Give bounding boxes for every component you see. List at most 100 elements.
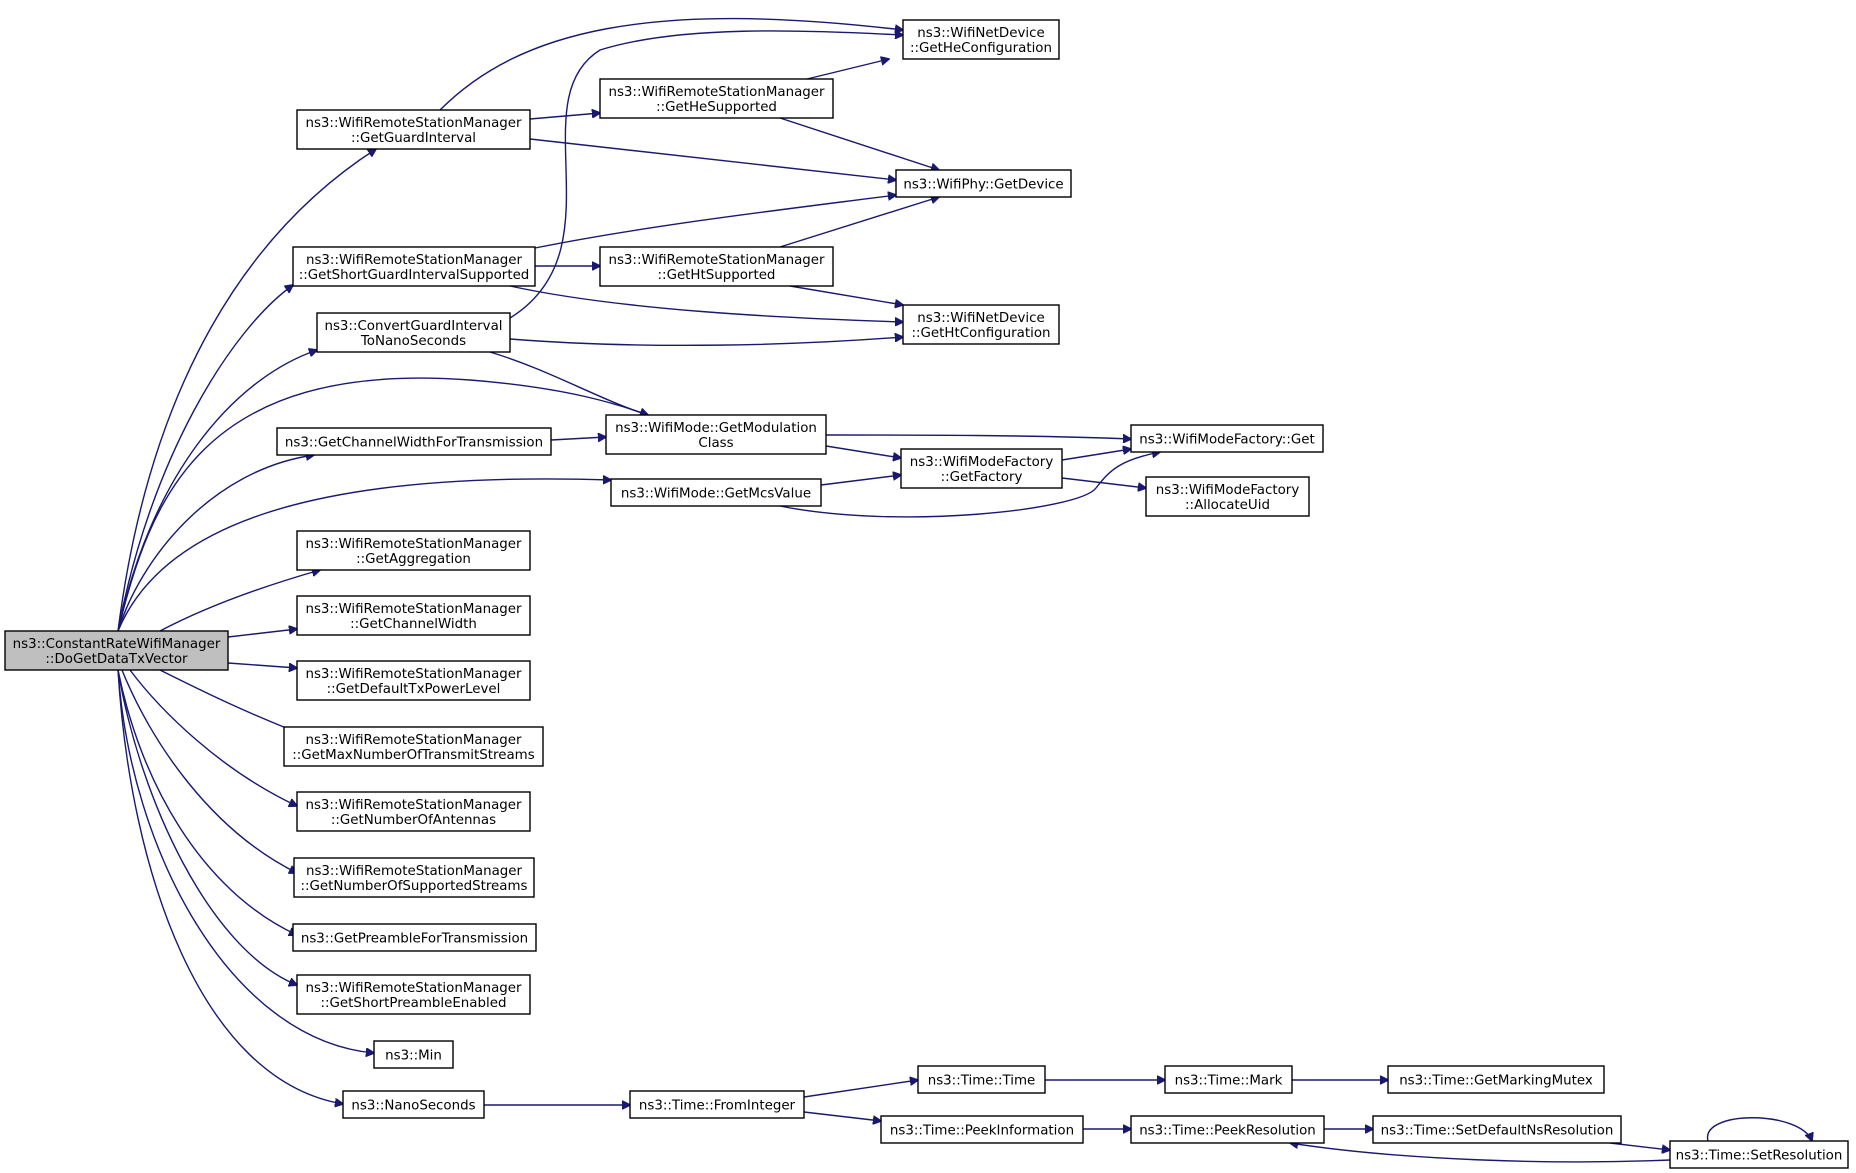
node-getFactory[interactable]: ns3::WifiModeFactory::GetFactory	[900, 448, 1063, 489]
edge-arrow	[117, 350, 317, 632]
edge-getGuardInterval-to-getHeSupported	[529, 113, 600, 120]
edge-getShortGIsupported-to-getHtConfig	[509, 285, 903, 322]
node-box[interactable]	[316, 312, 511, 353]
node-box[interactable]	[296, 530, 531, 571]
node-getChannelWidth[interactable]: ns3::WifiRemoteStationManager::GetChanne…	[296, 595, 531, 636]
edge-arrow	[1290, 1143, 1671, 1163]
node-getChanWidthTx[interactable]: ns3::GetChannelWidthForTransmission	[276, 427, 552, 456]
node-box[interactable]	[296, 974, 531, 1015]
node-getAggregation[interactable]: ns3::WifiRemoteStationManager::GetAggreg…	[296, 530, 531, 571]
node-getHtSupported[interactable]: ns3::WifiRemoteStationManager::GetHtSupp…	[599, 246, 834, 287]
node-label-line: ::AllocateUid	[1185, 498, 1270, 513]
node-box[interactable]	[283, 726, 544, 767]
node-timeTime[interactable]: ns3::Time::Time	[917, 1065, 1046, 1094]
node-getMcsValue[interactable]: ns3::WifiMode::GetMcsValue	[610, 478, 822, 507]
node-label-line: ns3::WifiRemoteStationManager	[305, 537, 522, 552]
node-label-line: ::GetHeConfiguration	[910, 41, 1052, 56]
node-getShortPreamble[interactable]: ns3::WifiRemoteStationManager::GetShortP…	[296, 974, 531, 1015]
node-allocateUid[interactable]: ns3::WifiModeFactory::AllocateUid	[1145, 476, 1310, 517]
node-min[interactable]: ns3::Min	[373, 1040, 454, 1069]
node-box[interactable]	[1387, 1065, 1605, 1094]
node-label-line: ns3::WifiModeFactory::Get	[1139, 433, 1314, 448]
node-box[interactable]	[296, 109, 531, 150]
node-getDefaultTxPower[interactable]: ns3::WifiRemoteStationManager::GetDefaul…	[296, 660, 531, 701]
node-getDevice[interactable]: ns3::WifiPhy::GetDevice	[895, 169, 1072, 198]
node-box[interactable]	[292, 246, 536, 287]
node-box[interactable]	[276, 427, 552, 456]
node-box[interactable]	[605, 414, 827, 455]
node-box[interactable]	[902, 19, 1060, 60]
node-label-line: ns3::GetChannelWidthForTransmission	[285, 436, 543, 451]
node-getNumSupStreams[interactable]: ns3::WifiRemoteStationManager::GetNumber…	[293, 857, 535, 898]
node-setDefaultNsRes[interactable]: ns3::Time::SetDefaultNsResolution	[1372, 1115, 1622, 1144]
node-label-line: ns3::WifiModeFactory	[910, 455, 1054, 470]
node-timeFromInteger[interactable]: ns3::Time::FromInteger	[629, 1090, 805, 1119]
node-label-line: ns3::WifiModeFactory	[1156, 483, 1300, 498]
node-box[interactable]	[373, 1040, 454, 1069]
edge-arrow	[117, 479, 611, 632]
node-box[interactable]	[292, 923, 537, 952]
node-label-line: ns3::Time::GetMarkingMutex	[1399, 1074, 1593, 1089]
node-box[interactable]	[629, 1090, 805, 1119]
edge-getChanWidthTx-to-getModClass	[550, 437, 606, 440]
node-box[interactable]	[917, 1065, 1046, 1094]
edge-arrow	[825, 445, 901, 458]
node-box[interactable]	[610, 478, 822, 507]
node-nanoSeconds[interactable]: ns3::NanoSeconds	[342, 1090, 485, 1119]
node-box[interactable]	[4, 630, 229, 671]
edge-arrow	[121, 669, 297, 873]
edge-getFactory-to-factoryGet	[1061, 449, 1131, 461]
edge-root-to-convertGI	[117, 350, 317, 632]
node-getHeConfig[interactable]: ns3::WifiNetDevice::GetHeConfiguration	[902, 19, 1060, 60]
node-box[interactable]	[1164, 1065, 1293, 1094]
node-label-line: ::DoGetDataTxVector	[45, 652, 188, 667]
node-peekRes[interactable]: ns3::Time::PeekResolution	[1130, 1115, 1325, 1144]
node-box[interactable]	[1145, 476, 1310, 517]
node-box[interactable]	[342, 1090, 485, 1119]
edge-timeFromInteger-to-timeTime	[803, 1080, 918, 1098]
node-timeMark[interactable]: ns3::Time::Mark	[1164, 1065, 1293, 1094]
node-label-line: ns3::WifiRemoteStationManager	[608, 253, 825, 268]
node-box[interactable]	[293, 857, 535, 898]
node-getHeSupported[interactable]: ns3::WifiRemoteStationManager::GetHeSupp…	[599, 78, 834, 119]
node-box[interactable]	[880, 1115, 1084, 1144]
node-getGuardInterval[interactable]: ns3::WifiRemoteStationManager::GetGuardI…	[296, 109, 531, 150]
node-box[interactable]	[1130, 424, 1324, 453]
node-box[interactable]	[599, 246, 834, 287]
node-getHtConfig[interactable]: ns3::WifiNetDevice::GetHtConfiguration	[902, 304, 1060, 345]
node-label-line: ns3::Time::PeekResolution	[1139, 1124, 1316, 1139]
node-label-line: ::GetNumberOfSupportedStreams	[300, 879, 527, 894]
node-label-line: ::GetDefaultTxPowerLevel	[327, 682, 501, 697]
edge-getHtSupported-to-getDevice	[779, 197, 939, 248]
edge-arrow	[117, 669, 297, 985]
edge-arrow	[550, 437, 606, 440]
node-box[interactable]	[902, 304, 1060, 345]
node-label-line: ::GetHtConfiguration	[911, 326, 1050, 341]
node-label-line: ns3::Time::FromInteger	[639, 1099, 796, 1114]
node-getNumAntennas[interactable]: ns3::WifiRemoteStationManager::GetNumber…	[296, 791, 531, 832]
node-label-line: ns3::Time::Mark	[1175, 1074, 1283, 1089]
node-box[interactable]	[296, 660, 531, 701]
node-getMaxStreams[interactable]: ns3::WifiRemoteStationManager::GetMaxNum…	[283, 726, 544, 767]
node-root[interactable]: ns3::ConstantRateWifiManager::DoGetDataT…	[4, 630, 229, 671]
node-peekInfo[interactable]: ns3::Time::PeekInformation	[880, 1115, 1084, 1144]
node-getShortGIsupported[interactable]: ns3::WifiRemoteStationManager::GetShortG…	[292, 246, 536, 287]
node-box[interactable]	[895, 169, 1072, 198]
node-setRes[interactable]: ns3::Time::SetResolution	[1669, 1140, 1849, 1169]
node-box[interactable]	[1130, 1115, 1325, 1144]
node-factoryGet[interactable]: ns3::WifiModeFactory::Get	[1130, 424, 1324, 453]
node-box[interactable]	[599, 78, 834, 119]
edge-root-to-nanoSeconds	[117, 669, 343, 1104]
node-box[interactable]	[1372, 1115, 1622, 1144]
node-box[interactable]	[1669, 1140, 1849, 1169]
node-label-line: ns3::WifiPhy::GetDevice	[903, 178, 1063, 193]
node-box[interactable]	[900, 448, 1063, 489]
node-markingMutex[interactable]: ns3::Time::GetMarkingMutex	[1387, 1065, 1605, 1094]
node-getPreambleTx[interactable]: ns3::GetPreambleForTransmission	[292, 923, 537, 952]
node-box[interactable]	[296, 791, 531, 832]
edge-arrow	[803, 1080, 918, 1098]
node-box[interactable]	[296, 595, 531, 636]
edge-arrow	[509, 337, 903, 347]
